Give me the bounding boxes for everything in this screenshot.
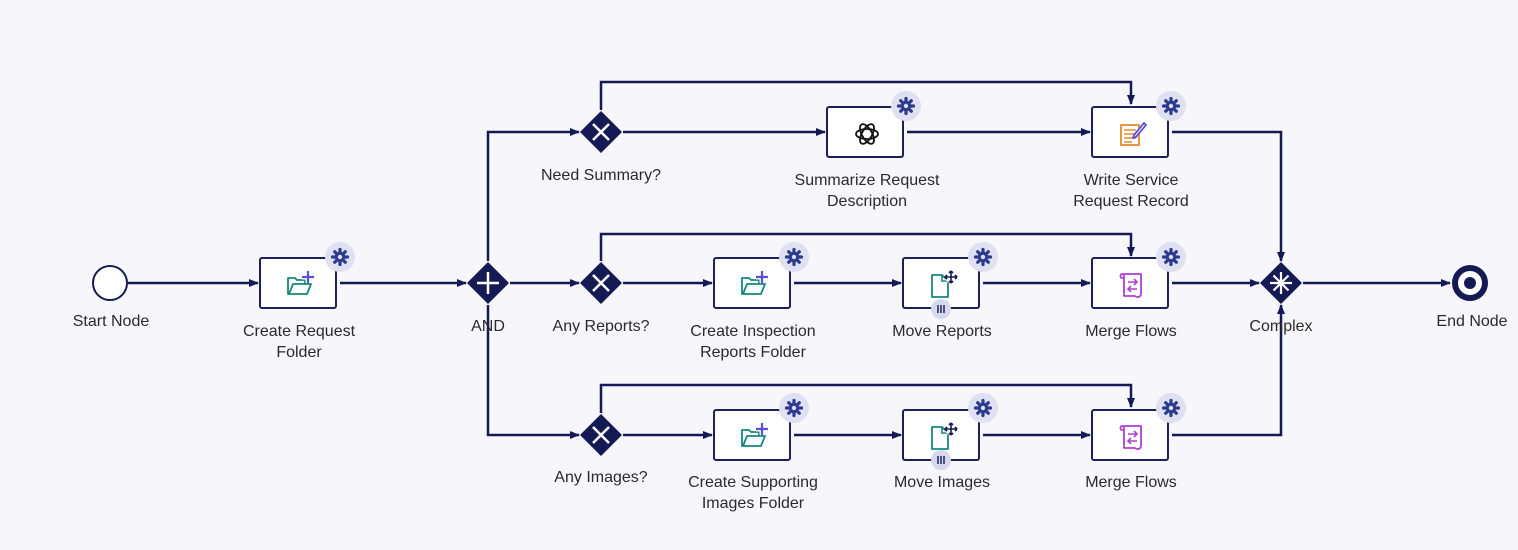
flow-merge-images-to-complex xyxy=(1172,304,1285,437)
settings-gear-icon[interactable] xyxy=(325,242,355,272)
flow-any-images-bypass xyxy=(599,383,1135,413)
and-gateway-label: AND xyxy=(471,318,505,335)
settings-gear-icon[interactable] xyxy=(891,91,921,121)
folder-plus-icon xyxy=(741,423,768,447)
start-event[interactable] xyxy=(91,264,129,302)
merge-scroll-icon xyxy=(1119,425,1142,450)
task-create-inspection-folder-label: Create Inspection Reports Folder xyxy=(690,323,816,361)
folder-plus-icon xyxy=(287,271,314,295)
settings-gear-icon[interactable] xyxy=(1156,242,1186,272)
record-edit-icon xyxy=(1120,122,1147,146)
task-merge-flows-images-label: Merge Flows xyxy=(1085,474,1177,491)
need-summary-gateway[interactable] xyxy=(579,110,623,154)
task-write-service-record[interactable] xyxy=(1091,106,1169,158)
complex-gateway-label: Complex xyxy=(1249,318,1313,335)
multi-instance-icon xyxy=(931,299,951,319)
need-summary-label: Need Summary? xyxy=(540,167,662,184)
multi-instance-icon xyxy=(931,450,951,470)
merge-scroll-icon xyxy=(1119,273,1142,298)
task-create-request-folder[interactable] xyxy=(259,257,337,309)
flow-and-to-any-images xyxy=(486,305,580,439)
any-reports-gateway[interactable] xyxy=(579,261,623,305)
flow-and-to-need-summary xyxy=(486,128,580,261)
end-event-label: End Node xyxy=(1436,313,1508,330)
task-create-inspection-folder[interactable] xyxy=(713,257,791,309)
folder-plus-icon xyxy=(741,271,768,295)
flow-need-summary-bypass xyxy=(599,80,1135,110)
end-event[interactable] xyxy=(1451,264,1489,302)
task-create-request-folder-label: Create Request Folder xyxy=(242,323,356,361)
settings-gear-icon[interactable] xyxy=(779,393,809,423)
settings-gear-icon[interactable] xyxy=(1156,91,1186,121)
start-event-label: Start Node xyxy=(72,313,150,330)
task-summarize-request-label: Summarize Request Description xyxy=(794,172,940,210)
settings-gear-icon[interactable] xyxy=(968,242,998,272)
x-icon xyxy=(592,426,610,444)
plus-icon xyxy=(477,272,499,294)
any-reports-label: Any Reports? xyxy=(552,318,650,335)
openai-icon xyxy=(855,123,879,145)
any-images-gateway[interactable] xyxy=(579,413,623,457)
task-merge-flows-reports[interactable] xyxy=(1091,257,1169,309)
flow-any-reports-bypass xyxy=(599,232,1135,261)
settings-gear-icon[interactable] xyxy=(968,393,998,423)
task-merge-flows-reports-label: Merge Flows xyxy=(1085,323,1177,340)
asterisk-icon xyxy=(1270,272,1292,294)
file-move-icon xyxy=(931,422,958,450)
task-write-service-record-label: Write Service Request Record xyxy=(1073,172,1189,210)
and-gateway[interactable] xyxy=(466,261,510,305)
flow-write-record-to-complex xyxy=(1172,130,1285,262)
task-create-images-folder[interactable] xyxy=(713,409,791,461)
any-images-label: Any Images? xyxy=(554,469,648,486)
x-icon xyxy=(592,274,610,292)
task-move-reports-label: Move Reports xyxy=(892,323,992,340)
x-icon xyxy=(592,123,610,141)
complex-gateway[interactable] xyxy=(1259,261,1303,305)
settings-gear-icon[interactable] xyxy=(1156,393,1186,423)
task-move-images-label: Move Images xyxy=(893,474,991,491)
task-summarize-request[interactable] xyxy=(826,106,904,158)
file-move-icon xyxy=(931,270,958,298)
task-merge-flows-images[interactable] xyxy=(1091,409,1169,461)
task-create-images-folder-label: Create Supporting Images Folder xyxy=(688,474,818,512)
settings-gear-icon[interactable] xyxy=(779,242,809,272)
